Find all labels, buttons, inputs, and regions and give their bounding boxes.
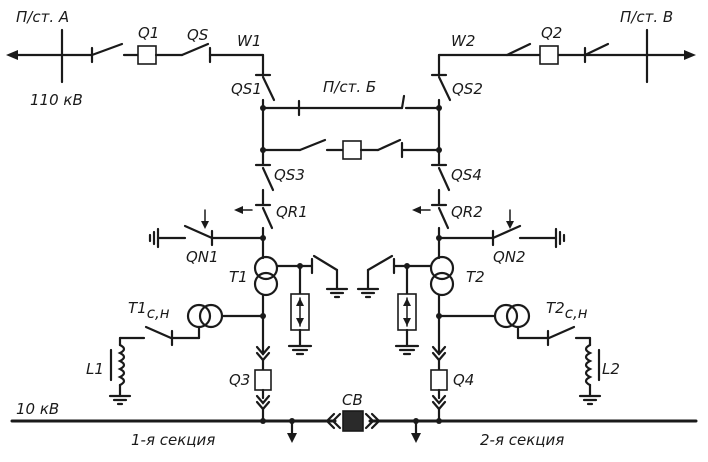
reactor-l1 [117, 343, 126, 387]
transformer-t1 [253, 255, 279, 281]
bridge-breaker [342, 140, 362, 160]
breaker-q1 [137, 45, 157, 65]
label-q2: Q2 [541, 24, 562, 42]
label-qs2: QS2 [452, 80, 483, 98]
label-w1: W1 [237, 32, 261, 50]
sectional-breaker-cb [342, 410, 364, 432]
station-service-right [493, 303, 602, 406]
reactor-l2 [584, 343, 593, 387]
label-110kv: 110 кВ [30, 91, 83, 109]
label-w2: W2 [451, 32, 475, 50]
label-qn1: QN1 [186, 248, 219, 266]
label-t2sn: T2с,н [546, 299, 588, 322]
label-l2: L2 [602, 360, 620, 378]
line-w2-incoming [430, 28, 696, 154]
bridge-section [260, 94, 442, 160]
label-t1: T1 [229, 268, 248, 286]
label-q1: Q1 [138, 24, 159, 42]
busbar-10kv [10, 410, 698, 443]
line-w1-incoming [6, 28, 276, 154]
label-qr1: QR1 [276, 203, 308, 221]
label-ps-b: П/ст. Б [323, 78, 376, 96]
label-qr2: QR2 [451, 203, 483, 221]
breaker-q2 [539, 45, 559, 65]
label-section-1: 1-я секция [131, 431, 215, 449]
label-qs1: QS1 [231, 80, 262, 98]
label-qs: QS [187, 26, 209, 44]
label-t1sn: T1с,н [128, 299, 170, 322]
label-t2: T2 [466, 268, 485, 286]
label-10kv: 10 кВ [16, 400, 59, 418]
branch-t2 [356, 148, 566, 423]
label-qs3: QS3 [274, 166, 305, 184]
transformer-t2sn [493, 303, 519, 329]
label-qn2: QN2 [493, 248, 526, 266]
label-l1: L1 [86, 360, 104, 378]
branch-t1 [148, 148, 349, 423]
label-ps-v: П/ст. В [620, 8, 673, 26]
label-ps-a: П/ст. А [16, 8, 69, 26]
label-q4: Q4 [453, 371, 474, 389]
label-q3: Q3 [229, 371, 250, 389]
label-qs4: QS4 [451, 166, 482, 184]
transformer-t2 [429, 255, 455, 281]
label-cb: СВ [342, 391, 363, 409]
breaker-q3 [254, 369, 272, 391]
breaker-q4 [430, 369, 448, 391]
station-service-left [108, 303, 224, 406]
label-section-2: 2-я секция [480, 431, 564, 449]
